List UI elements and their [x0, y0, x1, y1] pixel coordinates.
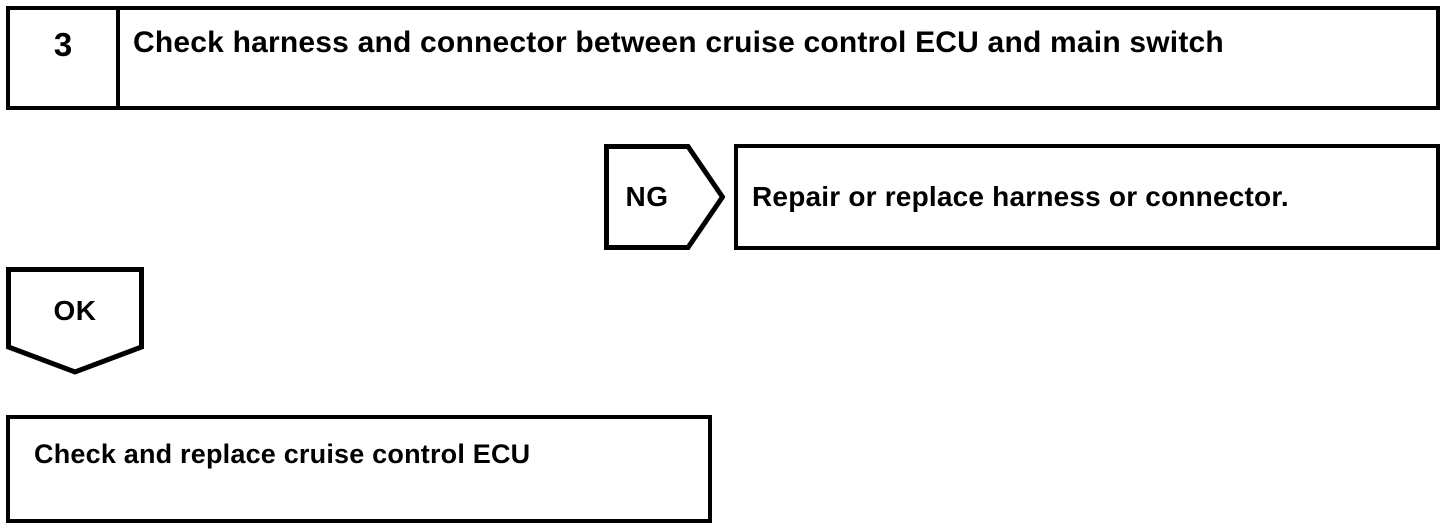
step-number: 3 [10, 10, 120, 106]
ng-action-text: Repair or replace harness or connector. [752, 181, 1289, 212]
ng-connector: NG [604, 144, 725, 250]
ok-connector-label: OK [53, 295, 97, 326]
step-title: Check harness and connector between crui… [133, 26, 1224, 59]
ok-connector: OK [6, 267, 144, 375]
ok-action-text: Check and replace cruise control ECU [34, 439, 531, 469]
ok-action-box: Check and replace cruise control ECU [6, 415, 712, 523]
ok-pentagon-down-arrow-icon [6, 267, 144, 375]
ng-pentagon-right-arrow-icon [604, 144, 725, 250]
ng-action-box: Repair or replace harness or connector. [734, 144, 1440, 250]
ng-connector-label: NG [625, 181, 669, 212]
step-header-box: 3 Check harness and connector between cr… [6, 6, 1440, 110]
